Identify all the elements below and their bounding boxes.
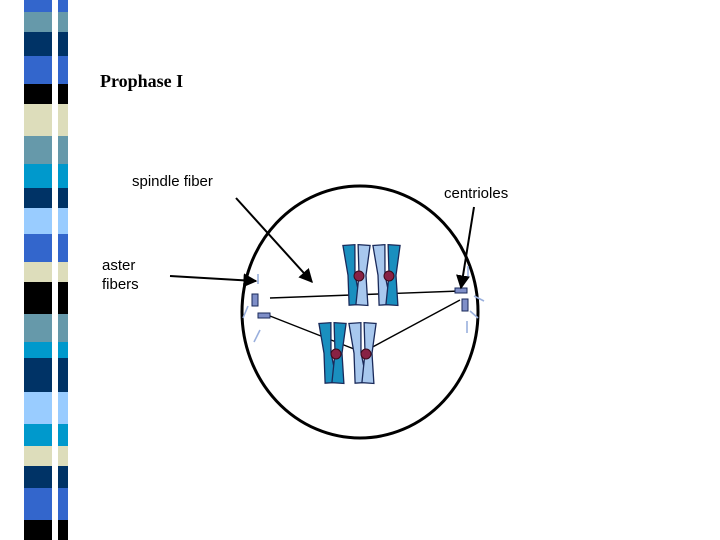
aster-right [466,266,485,333]
aster-fibers-label: aster fibers [102,256,139,294]
decorative-stripe-bar [24,0,68,540]
centromere [330,348,342,360]
spindle-fiber-right-lower [366,299,461,351]
centriole-right-vertical [461,298,469,312]
aster-fibers-label-line2: fibers [102,276,139,293]
spindle-fiber-arrow [235,197,313,284]
centriole-left-horizontal [257,312,271,319]
slide-title: Prophase I [100,71,184,91]
aster-fibers-label-line1: aster [102,257,136,274]
cell-membrane [240,184,480,440]
centromere [353,270,365,282]
spindle-fiber-label: spindle fiber [132,173,213,190]
tetrad-upper [342,243,403,307]
centrioles-label: centrioles [444,185,509,202]
tetrad-lower [318,321,379,385]
aster-left [242,274,261,343]
aster-fibers-arrow [169,273,258,288]
centromere [360,348,372,360]
centriole-left-vertical [251,293,259,307]
centromere [383,270,395,282]
centriole-right-horizontal [454,287,468,294]
centrioles-arrow [456,206,475,290]
